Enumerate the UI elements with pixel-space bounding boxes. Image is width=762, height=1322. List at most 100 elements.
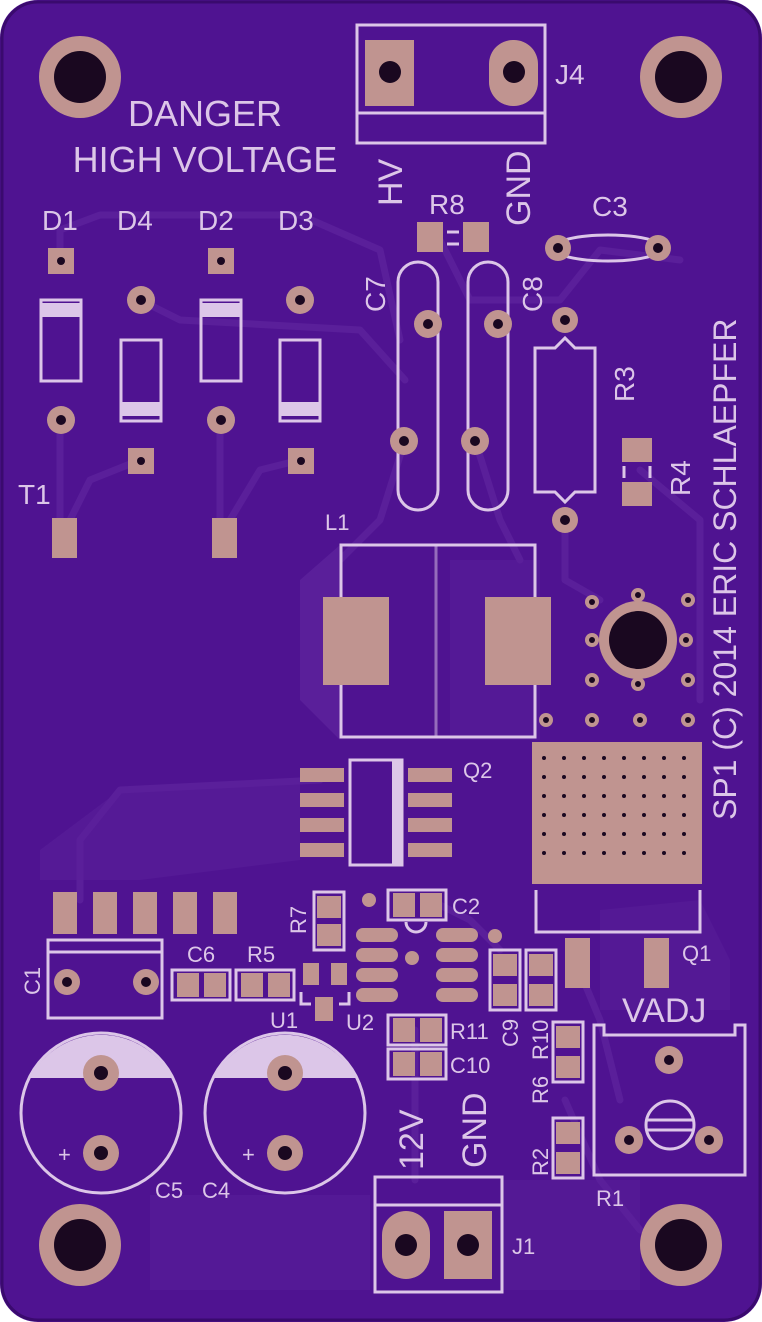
thermal-via [682,794,686,798]
thermal-via [602,775,606,779]
thermal-via [562,813,566,817]
c6-capacitor [170,968,232,1002]
thermal-via [662,832,666,836]
c3-label: C3 [592,191,628,222]
c7-label: C7 [360,276,391,312]
r6-label: R6 [528,1076,553,1104]
thermal-via [642,813,646,817]
hv-label: HV [372,158,410,206]
q1-label: Q1 [682,941,711,966]
j1-connector [373,1175,504,1294]
thermal-via [642,851,646,855]
thermal-via [582,756,586,760]
c1-capacitor [46,938,164,1020]
r4-resistor [622,438,652,506]
d1-label: D1 [42,205,78,236]
thermal-via [642,775,646,779]
r11-label: R11 [450,1019,489,1044]
thermal-via [542,756,546,760]
high-voltage-label: HIGH VOLTAGE [73,139,338,180]
c6-label: C6 [187,942,215,967]
thermal-via [542,851,546,855]
r11-resistor [386,1013,448,1047]
j4-connector [355,23,547,145]
d4-diode [119,286,163,474]
c3-capacitor [545,233,671,263]
thermal-via [682,756,686,760]
t1-transformer-pads [52,518,237,558]
pad-row [53,892,237,934]
thermal-via [622,794,626,798]
thermal-via [582,775,586,779]
d3-diode [278,286,322,474]
r2-resistor [551,1116,585,1180]
r5-label: R5 [247,942,275,967]
u2-label: U2 [346,1010,374,1035]
r1-label: R1 [596,1186,624,1211]
r6-resistor [551,1020,585,1084]
thermal-via [542,813,546,817]
q2-transistor [300,758,452,867]
q2-label: Q2 [463,758,492,783]
thermal-via [642,832,646,836]
thermal-via [602,813,606,817]
sp1-speaker [539,588,695,727]
thermal-via [562,794,566,798]
c2-label: C2 [452,894,480,919]
d1-diode [39,248,83,434]
thermal-via [542,794,546,798]
thermal-via [662,851,666,855]
gnd-bottom-label: GND [456,1092,494,1168]
c2-capacitor [386,888,448,922]
d2-diode [199,248,243,434]
r3-label: R3 [609,366,640,402]
l1-inductor [323,543,551,739]
u1-label: U1 [270,1008,298,1033]
c5-label: C5 [155,1178,183,1203]
copper-traces [40,211,730,1290]
c5-plus-mark: + [58,1142,71,1167]
r8-label: R8 [429,189,465,220]
c10-capacitor [386,1047,448,1081]
c10-label: C10 [450,1053,490,1078]
thermal-via [662,775,666,779]
c4-label: C4 [202,1178,230,1203]
thermal-via [682,813,686,817]
t1-label: T1 [18,479,51,510]
thermal-via [662,756,666,760]
c1-label: C1 [20,967,45,995]
r4-label: R4 [665,460,696,496]
thermal-via [622,813,626,817]
d4-label: D4 [117,205,153,236]
j1-label: J1 [512,1234,535,1259]
thermal-via [622,775,626,779]
r7-resistor [312,890,346,952]
r8-resistor [417,222,489,252]
gnd-top-label: GND [500,150,538,226]
c4-capacitor [203,1031,367,1195]
danger-label: DANGER [128,93,282,134]
thermal-via [602,794,606,798]
thermal-via [562,756,566,760]
thermal-via [662,794,666,798]
r5-resistor [234,968,296,1002]
thermal-via [642,794,646,798]
thermal-via [582,794,586,798]
thermal-via [622,756,626,760]
thermal-via [582,851,586,855]
thermal-via [682,851,686,855]
r10-resistor [524,948,558,1012]
c9-label: C9 [498,1019,523,1047]
c5-capacitor [19,1031,183,1195]
thermal-via [622,832,626,836]
thermal-via [542,775,546,779]
thermal-via [602,832,606,836]
v12-label: 12V [393,1109,431,1170]
q1-transistor [532,742,702,988]
c8-label: C8 [517,276,548,312]
thermal-via [682,775,686,779]
d2-label: D2 [198,205,234,236]
d3-label: D3 [278,205,314,236]
